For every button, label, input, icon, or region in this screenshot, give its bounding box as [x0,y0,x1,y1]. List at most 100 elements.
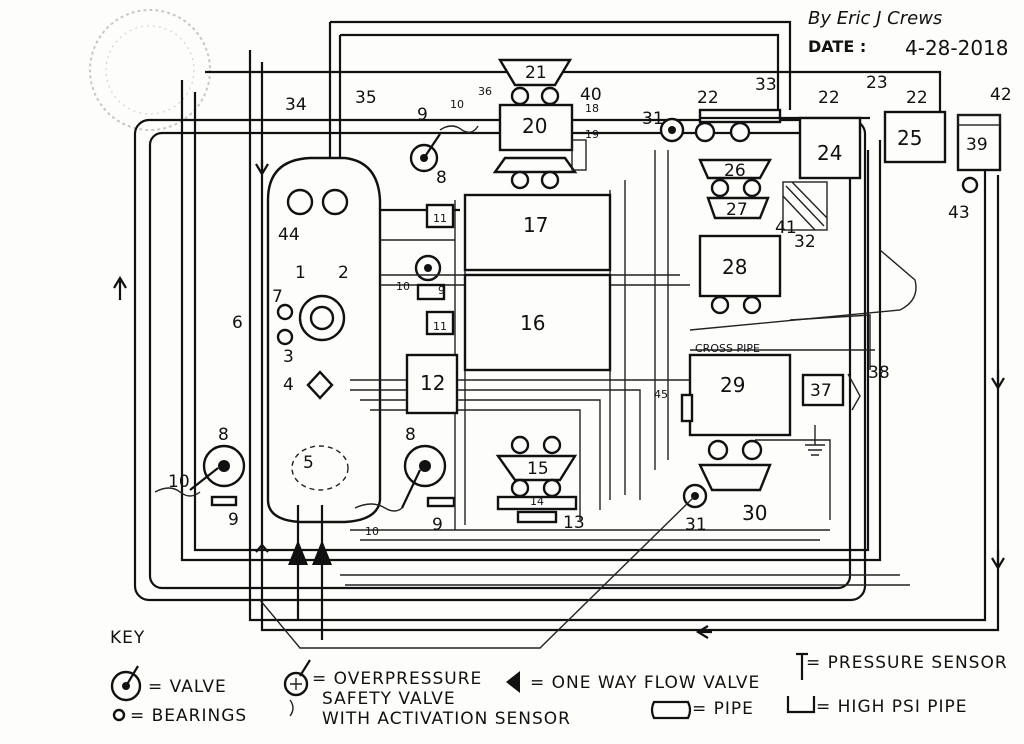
label-20: 20 [522,114,547,138]
label-37: 37 [810,381,832,401]
label-39: 39 [966,135,988,155]
label-15: 15 [527,459,549,479]
label-45: 45 [654,388,668,401]
date-value: 4-28-2018 [905,36,1009,60]
box-12 [405,353,459,415]
label-36: 36 [478,85,492,98]
label-10d: 10 [396,280,410,293]
cross-pipe-label: CROSS PIPE [695,342,760,355]
key-high-psi-pipe-text: = HIGH PSI PIPE [816,697,968,717]
box-29 [688,353,792,492]
key-bearings-icon [112,708,126,722]
key-valve-text: = VALVE [148,677,227,697]
label-14: 14 [530,495,544,508]
sensor-45 [680,393,694,423]
label-11a: 11 [433,212,447,225]
valve-8-left [154,444,246,507]
key-title: KEY [110,628,145,648]
label-8c: 8 [436,168,447,188]
label-9b: 9 [432,515,443,535]
label-7: 7 [272,287,283,307]
key-overpressure-line1: = OVERPRESSURE [312,669,482,689]
label-31b: 31 [685,515,707,535]
label-9c: 9 [417,105,428,125]
label-5: 5 [303,453,314,473]
key-pipe-text: = PIPE [692,699,754,719]
flow-arrows [113,160,1005,639]
label-40: 40 [580,85,602,105]
label-30: 30 [742,501,767,525]
box-9-mid [416,283,446,301]
box-11b [425,310,455,336]
label-10c: 10 [450,98,464,111]
label-19: 19 [585,128,599,141]
label-27: 27 [726,200,748,220]
label-4: 4 [283,375,294,395]
label-21: 21 [525,63,547,83]
key-one-way-text: = ONE WAY FLOW VALVE [530,673,760,693]
label-43: 43 [948,203,970,223]
label-35: 35 [355,88,377,108]
key-pressure-sensor-icon [796,652,808,680]
label-9a: 9 [228,510,239,530]
header: By Eric J Crews DATE : 4-28-2018 [808,8,1009,60]
valve-31-top [659,117,685,143]
key-pressure-sensor-text: = PRESSURE SENSOR [806,653,1008,673]
label-41: 41 [775,218,797,238]
box-17 [463,193,612,272]
label-44: 44 [278,225,300,245]
label-11b: 11 [433,320,447,333]
label-42: 42 [990,85,1012,105]
label-26: 26 [724,161,746,181]
key-high-psi-pipe-icon [786,696,816,714]
label-29: 29 [720,373,745,397]
key-overpressure-line2: SAFETY VALVE [322,689,456,709]
date-label: DATE : [808,37,866,56]
label-3: 3 [283,347,294,367]
label-28: 28 [722,255,747,279]
label-33: 33 [755,75,777,95]
label-34: 34 [285,95,307,115]
label-17: 17 [523,213,548,237]
label-2: 2 [338,263,349,283]
label-16: 16 [520,311,545,335]
label-25: 25 [897,126,922,150]
author-signature: By Eric J Crews [808,8,942,29]
label-32: 32 [794,232,816,252]
box-20 [492,58,587,190]
label-31a: 31 [642,109,664,129]
box-26-28 [694,121,782,315]
key-pipe-icon [650,700,692,720]
valve-8-top [409,125,479,173]
label-22a: 22 [697,88,719,108]
stamp-seal [89,9,211,131]
label-24: 24 [817,141,842,165]
label-22b: 22 [818,88,840,108]
label-10b: 10 [365,525,379,538]
key-legend: KEY = VALVE = BEARINGS = OVERPRESSURE SA… [110,628,1008,729]
valve-top-left [414,254,442,282]
label-13: 13 [563,513,585,533]
box-11a [425,203,455,229]
label-6: 6 [232,313,243,333]
label-8b: 8 [405,425,416,445]
key-one-way-icon [506,671,520,693]
label-9d: 9 [438,284,445,297]
label-23: 23 [866,73,888,93]
label-18: 18 [585,102,599,115]
box-37 [801,373,861,456]
key-overpressure-line3: WITH ACTIVATION SENSOR [322,709,571,729]
valve-31-bottom [259,483,708,649]
valve-8-center [354,444,456,512]
label-1: 1 [295,263,306,283]
box-15 [495,435,578,524]
label-12: 12 [420,371,445,395]
box-16 [463,273,612,372]
label-10a: 10 [168,472,190,492]
tanks [698,108,1002,231]
label-22c: 22 [906,88,928,108]
one-way-valves [288,505,332,640]
key-bearings-text: = BEARINGS [130,706,247,726]
component-labels: 1 2 3 4 5 6 7 8 8 8 9 9 9 9 10 10 10 10 … [168,63,1012,538]
